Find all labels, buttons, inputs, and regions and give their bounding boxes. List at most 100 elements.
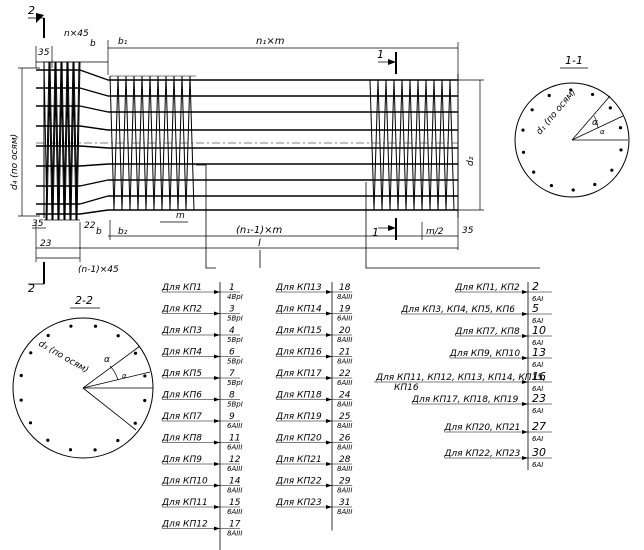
taper-lines xyxy=(79,69,109,215)
table-label: Для КП18 xyxy=(275,391,322,401)
dim-b1: b₁ xyxy=(118,37,128,47)
bar-dot xyxy=(610,168,614,172)
table-steel: 8AIII xyxy=(337,336,352,344)
table-label: КП16 xyxy=(394,383,419,393)
table-steel: 6AIII xyxy=(337,315,352,323)
table-steel: 5BpI xyxy=(227,315,243,323)
table-num: 14 xyxy=(229,477,241,487)
table-steel: 6AIII xyxy=(337,379,352,387)
section-2-2-title: 2-2 xyxy=(75,294,93,307)
table-label: Для КП3, КП4, КП5, КП6 xyxy=(400,305,515,315)
table-steel: 6AIII xyxy=(227,508,242,516)
table-label: Для КП1 xyxy=(161,283,202,293)
table-num: 24 xyxy=(339,391,351,401)
bar-dot xyxy=(521,150,526,154)
cut2-bottom-label: 2 xyxy=(28,282,35,295)
table-steel: 8AIII xyxy=(337,465,352,473)
table-num: 21 xyxy=(339,348,350,358)
table-steel: 6AIII xyxy=(227,422,242,430)
table-num: 8 xyxy=(229,391,235,401)
table-label: Для КП12 xyxy=(161,520,208,530)
leader-left xyxy=(196,164,216,269)
bar-dot xyxy=(46,333,50,338)
dim-22: 22 xyxy=(84,221,96,231)
alpha-small-s2: α xyxy=(122,372,127,380)
bar-dot xyxy=(19,373,23,378)
table-steel: 5BpI xyxy=(227,379,243,387)
table-num: 10 xyxy=(532,324,546,337)
leader-right xyxy=(365,182,540,269)
bar-dot xyxy=(521,128,525,132)
bar-dot xyxy=(590,92,595,97)
spiral-end-zone xyxy=(43,61,81,221)
table-label: Для КП9, КП10 xyxy=(449,349,521,359)
table-steel: 6AIII xyxy=(227,465,242,473)
spiral-left-zone xyxy=(109,75,196,211)
table-steel: 5BpI xyxy=(227,358,243,366)
table-label: Для КП4 xyxy=(161,348,202,358)
table-num: 26 xyxy=(339,434,351,444)
table-steel: 5BpI xyxy=(227,401,243,409)
dim-n145: (n-1)×45 xyxy=(78,265,119,275)
bar-dot xyxy=(46,438,50,442)
table-label: Для КП14 xyxy=(275,305,322,315)
table-steel: 6AI xyxy=(532,385,543,393)
table-label: Для КП22 xyxy=(275,477,322,487)
table-steel: 8AIII xyxy=(337,422,352,430)
bar-dot xyxy=(143,374,147,378)
table-steel: 6AI xyxy=(532,295,543,303)
table-num: 16 xyxy=(532,370,546,383)
table-label: Для КП20 xyxy=(275,434,322,444)
table-steel: 8AIII xyxy=(337,444,352,452)
bar-dot xyxy=(569,88,573,92)
dim-m: m xyxy=(176,211,185,221)
table-steel: 8AIII xyxy=(337,358,352,366)
table-label: Для КП6 xyxy=(161,391,202,401)
alpha-label-s1: α xyxy=(592,118,598,128)
dimensions xyxy=(18,40,484,262)
table-steel: 6AIII xyxy=(227,444,242,452)
table-label: Для КП16 xyxy=(275,348,322,358)
table-label: Для КП1, КП2 xyxy=(454,283,520,293)
table-num: 23 xyxy=(532,392,546,405)
table-steel: 8AIII xyxy=(227,530,242,538)
bar-dot xyxy=(29,351,33,355)
bar-dot xyxy=(19,398,23,402)
table-steel: 6AI xyxy=(532,407,543,415)
table-label: Для КП8 xyxy=(161,434,202,444)
table-steel: 8AIII xyxy=(227,487,242,495)
spiral-right-zone xyxy=(369,79,455,211)
table-label: Для КП5 xyxy=(161,369,202,379)
table-num: 20 xyxy=(339,326,351,336)
bar-dot xyxy=(93,448,97,452)
table-label: Для КП7, КП8 xyxy=(454,327,520,337)
bar-dot xyxy=(133,351,138,355)
dim-35-top: 35 xyxy=(38,48,50,58)
table-num: 29 xyxy=(339,477,351,487)
dim-d3: d₃ (по осям) xyxy=(37,339,91,376)
table-label: Для КП2 xyxy=(161,305,202,315)
table-steel: 8AIII xyxy=(337,487,352,495)
bar-dot xyxy=(69,324,73,328)
table-num: 18 xyxy=(339,283,351,293)
table-steel: 6AI xyxy=(532,361,543,369)
table-num: 22 xyxy=(339,369,351,379)
section-1-1: 1-1 d₁ (по осям) α α xyxy=(514,54,630,198)
bar-dot xyxy=(618,126,623,130)
table-num: 13 xyxy=(532,346,546,359)
table-label: Для КП3 xyxy=(161,326,202,336)
table-label: Для КП21 xyxy=(275,455,322,465)
table-num: 15 xyxy=(229,498,241,508)
table-num: 3 xyxy=(229,305,235,315)
dim-d2: d₂ xyxy=(466,156,476,166)
table-steel: 8AIII xyxy=(337,401,352,409)
table-steel: 6AI xyxy=(532,461,543,469)
alpha-label-s2: α xyxy=(104,355,110,365)
table-num: 19 xyxy=(339,305,351,315)
dim-b-bottom: b xyxy=(96,227,102,237)
table-label: Для КП23 xyxy=(275,498,322,508)
dim-d1: d₁ (по осям) xyxy=(535,88,579,137)
